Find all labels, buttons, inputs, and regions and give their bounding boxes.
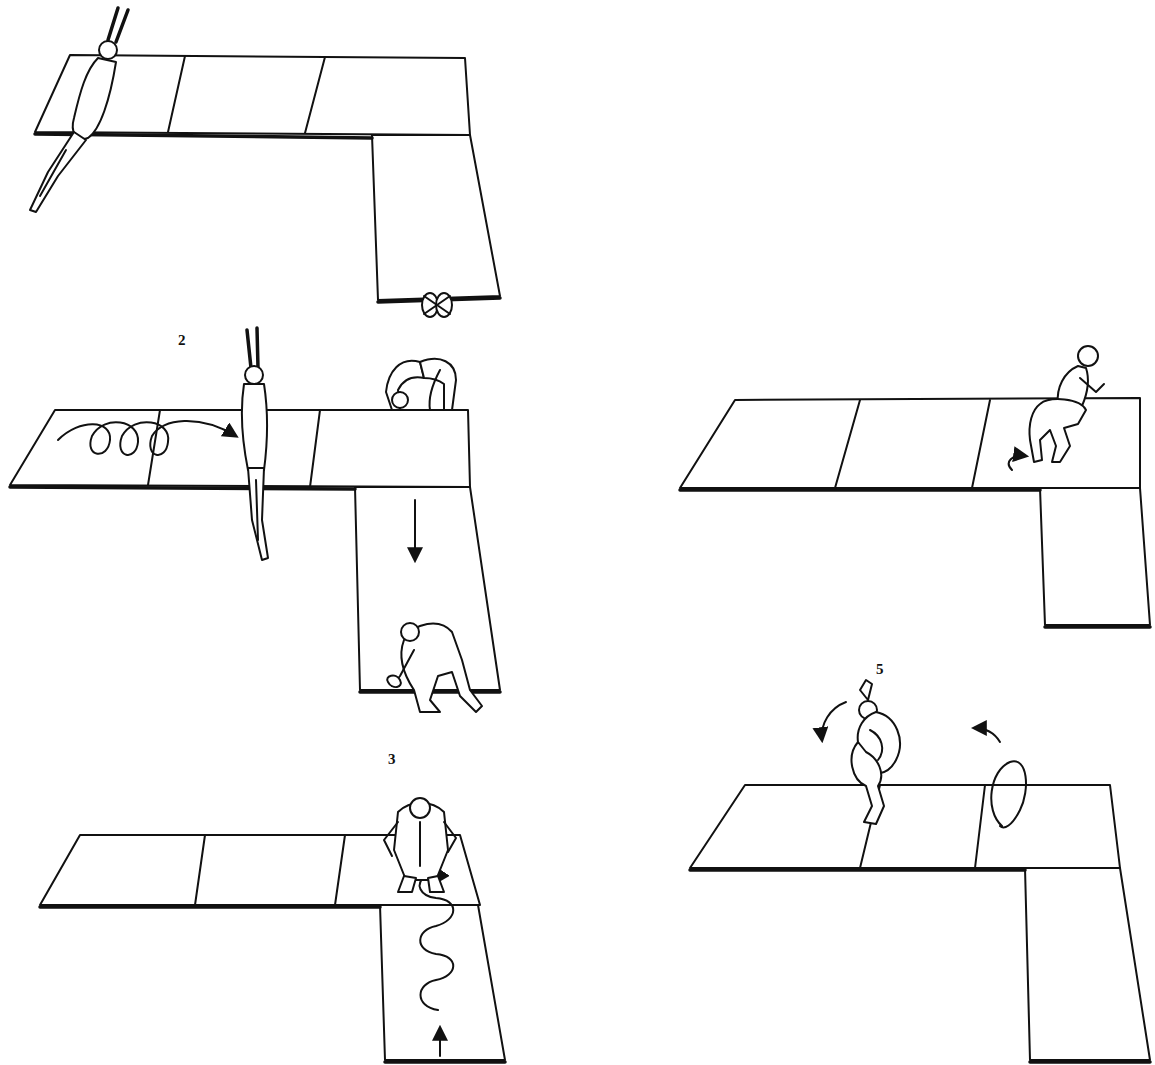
tucked-figure bbox=[422, 293, 452, 317]
spiral-arrow bbox=[420, 874, 454, 1010]
bending-figure bbox=[386, 359, 456, 410]
squatting-figure bbox=[1029, 346, 1104, 462]
crouching-figure bbox=[387, 623, 482, 712]
callout-number: 5 bbox=[876, 662, 884, 677]
standing-figure bbox=[242, 328, 268, 560]
loop-path bbox=[991, 761, 1026, 827]
callout-number: 3 bbox=[388, 752, 396, 767]
callout-number: 2 bbox=[178, 333, 186, 348]
up-arrow bbox=[439, 1028, 441, 1056]
mat-layout-4 bbox=[680, 398, 1150, 627]
mat-layout-5 bbox=[690, 785, 1150, 1062]
somersault-figure bbox=[852, 680, 900, 824]
seated-figure bbox=[384, 798, 456, 892]
turn-arrow bbox=[1009, 456, 1026, 470]
mat-layout-1 bbox=[35, 55, 500, 302]
lying-figure bbox=[30, 8, 128, 212]
rolling-arrow bbox=[58, 421, 236, 455]
direction-arrow bbox=[974, 728, 1000, 742]
down-arrow bbox=[414, 500, 416, 560]
rotation-arrow bbox=[822, 702, 846, 740]
